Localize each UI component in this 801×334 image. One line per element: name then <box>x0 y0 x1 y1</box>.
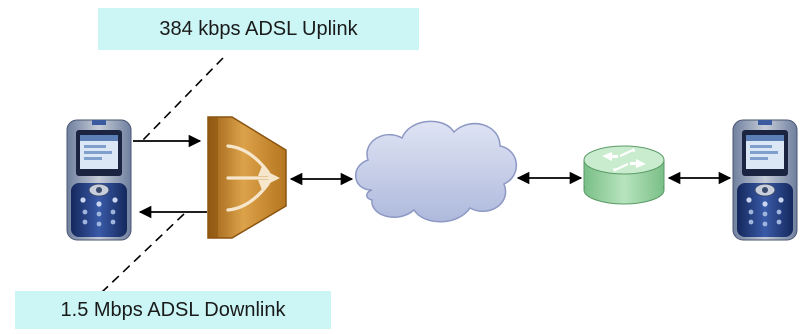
left-test-device-icon <box>66 119 132 241</box>
downlink-label: 1.5 Mbps ADSL Downlink <box>15 291 331 329</box>
downlink-dashed-line <box>100 213 185 294</box>
network-cloud-icon <box>355 120 518 223</box>
dslam-multiplexer-icon <box>207 116 287 239</box>
router-icon <box>583 145 665 205</box>
uplink-dashed-line <box>142 57 224 141</box>
uplink-label: 384 kbps ADSL Uplink <box>98 8 419 50</box>
right-test-device-icon <box>732 119 798 241</box>
